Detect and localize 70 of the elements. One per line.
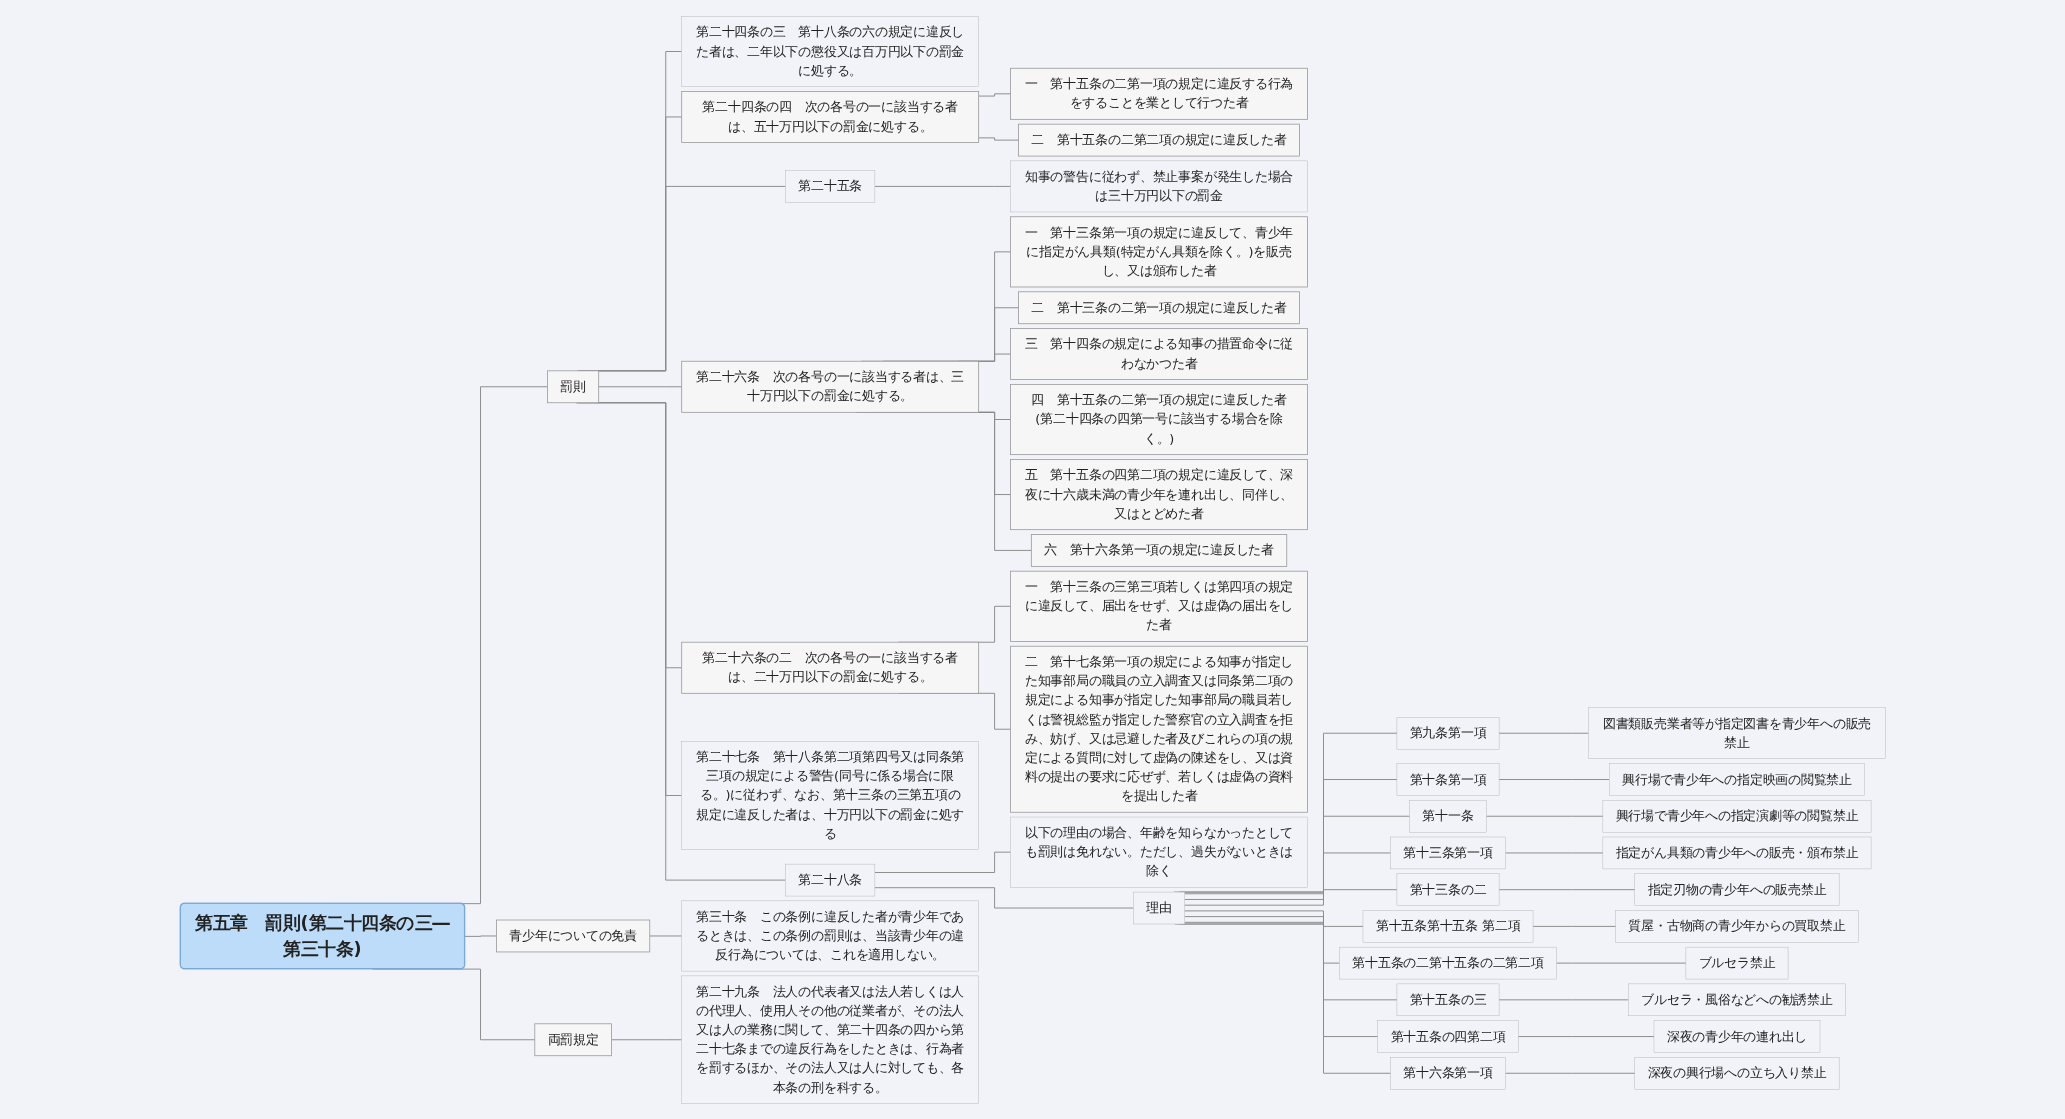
node-box: 二 第十三条の二第一項の規定に違反した者 — [1017, 290, 1300, 324]
connector — [1555, 962, 1686, 964]
node-box: 第九条第一項 — [1396, 716, 1499, 749]
node-box: 第十一条 — [1409, 799, 1487, 832]
connector — [1504, 852, 1603, 853]
node-box: 第十三条の二 — [1396, 873, 1499, 906]
node-box: 第十条第一項 — [1396, 762, 1499, 796]
node-box: 図書類販売業者等が指定図書を青少年への販売禁止 — [1587, 706, 1886, 759]
connector — [1183, 815, 1410, 894]
node-box: 一 第十三条の三第三項若しくは第四項の規定に違反して、届出をせず、又は虚偽の届出をした者 — [1009, 570, 1308, 642]
connector — [1183, 915, 1340, 964]
node-box: 二 第十七条第一項の規定による知事が指定した知事部局の職員の立入調査又は同条第二項の規定による知事が指定した知事部局の職員若しくは警視総監が指定した警察官の立入調査を拒み、妨げ、又は忌避した者及びこれらの項の規定による質問に対して虚偽の陳述をし、又は資料の提出の要求に応ぜず、若しくは虚偽の資料を提出した者 — [1009, 645, 1308, 813]
connector — [873, 851, 1011, 873]
node-box: 第三十条 この条例に違反した者が青少年であるときは、この条例の罰則は、当該青少年の違反行為については、これを適用しない。 — [681, 900, 979, 971]
node-box: ブルセラ・風俗などへの勧誘禁止 — [1627, 983, 1846, 1016]
node-box: 第十五条の三 — [1396, 983, 1499, 1016]
connector — [1485, 815, 1603, 817]
node-box: 第二十七条 第十八条第二項第四号又は同条第三項の規定による警告(同号に係る場合に限る。)に従わず、なお、第十三条の三第五項の規定に違反した者は、十万円以下の罰金に処する — [681, 740, 979, 850]
node-box: 興行場で青少年への指定映画の閲覧禁止 — [1608, 762, 1865, 796]
node-box: 四 第十五条の二第一項の規定に違反した者(第二十四条の四第一号に該当する場合を除く。) — [1009, 383, 1308, 455]
connector — [1498, 732, 1589, 734]
node-box: 指定がん具類の青少年への販売・頒布禁止 — [1602, 836, 1871, 869]
node-box: 第十五条の二第十五条の二第二項 — [1338, 946, 1557, 979]
node-box: 第十三条第一項 — [1389, 836, 1506, 869]
connector — [977, 92, 1011, 97]
connector — [1498, 888, 1635, 890]
node-box: 指定刃物の青少年への販売禁止 — [1634, 873, 1839, 906]
connector — [873, 185, 1011, 187]
connector — [610, 1038, 682, 1040]
node-box: 第十五条第十五条 第二項 — [1362, 909, 1533, 943]
node-box: 深夜の青少年の連れ出し — [1653, 1019, 1820, 1053]
connector — [1183, 852, 1391, 900]
connector — [1517, 1035, 1654, 1037]
node-box: ブルセラ禁止 — [1685, 946, 1788, 979]
connector — [1183, 888, 1397, 906]
node-box: 二 第十五条の二第二項の規定に違反した者 — [1017, 123, 1300, 156]
connector — [1498, 998, 1629, 1000]
node-box: 第二十九条 法人の代表者又は法人若しくは人の代理人、使用人その他の従業者が、その法人又は人の業務に関して、第二十四条の四から第二十七条までの違反行為をしたときは、行為者を罰するほか、その法人又は人に対しても、各本条の刑を科する。 — [681, 975, 979, 1104]
connector — [597, 385, 682, 387]
node-box: 質屋・古物商の青少年からの買取禁止 — [1615, 909, 1859, 943]
node-box: 一 第十三条第一項の規定に違反して、青少年に指定がん具類(特定がん具類を除く。)を販売し、又は頒布した者 — [1009, 215, 1308, 287]
node-box: 三 第十四条の規定による知事の措置命令に従わなかつた者 — [1009, 327, 1308, 380]
connector — [1504, 1072, 1635, 1074]
node-box: 第二十六条 次の各号の一に該当する者は、三十万円以下の罰金に処する。 — [680, 360, 979, 413]
node-box: 理由 — [1132, 891, 1185, 924]
node-box: 知事の警告に従わず、禁止事案が発生した場合は三十万円以下の罰金 — [1009, 160, 1308, 212]
node-box: 第二十四条の四 次の各号の一に該当する者は、五十万円以下の罰金に処する。 — [680, 90, 979, 143]
node-box: 第十六条第一項 — [1389, 1056, 1506, 1089]
connector — [977, 136, 1019, 141]
connector — [1183, 921, 1397, 1000]
node-box: 第十五条の四第二項 — [1377, 1019, 1519, 1053]
node-box: 罰則 — [546, 369, 599, 403]
node-box: 両罰規定 — [534, 1022, 612, 1056]
node-box: 深夜の興行場への立ち入り禁止 — [1634, 1056, 1839, 1089]
connector — [1498, 778, 1610, 780]
node-box: 興行場で青少年への指定演劇等の閲覧禁止 — [1602, 799, 1871, 832]
node-box: 第二十八条 — [784, 863, 875, 896]
connector — [873, 886, 1134, 908]
node-box: 第二十六条の二 次の各号の一に該当する者は、二十万円以下の罰金に処する。 — [680, 641, 979, 694]
node-box: 第二十五条 — [784, 169, 875, 203]
node-box: 青少年についての免責 — [495, 919, 650, 952]
connector — [1183, 909, 1363, 927]
connector — [464, 935, 497, 937]
node-box: 五 第十五条の四第二項の規定に違反して、深夜に十六歳未満の青少年を連れ出し、同伴し、又はとどめた者 — [1009, 458, 1308, 530]
node-box: 六 第十六条第一項の規定に違反した者 — [1030, 533, 1287, 567]
node-box: 第二十四条の三 第十八条の六の規定に違反した者は、二年以下の懲役又は百万円以下の罰金に処する。 — [681, 15, 979, 87]
connector — [648, 935, 682, 936]
node-box: 一 第十五条の二第一項の規定に違反する行為をすることを業として行つた者 — [1009, 67, 1308, 120]
connector — [1532, 925, 1616, 927]
node-box: 以下の理由の場合、年齢を知らなかったとしても罰則は免れない。ただし、過失がないときは除く — [1009, 816, 1308, 887]
